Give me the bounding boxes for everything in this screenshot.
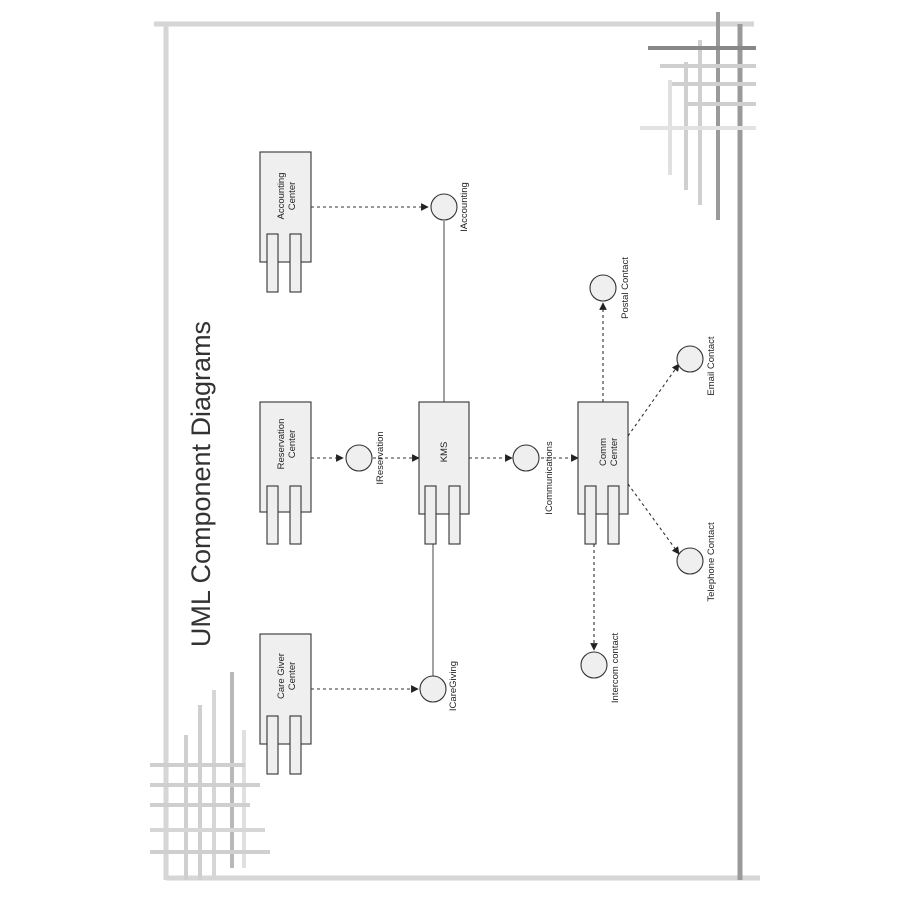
component-accounting-center: AccountingCenter [259, 151, 312, 293]
interface-label-ireservation: IReservation [375, 431, 386, 484]
interface-icaregiving: ICareGiving [419, 661, 459, 711]
interface-icommunications: ICommunications [512, 441, 555, 515]
interface-label-icommunications: ICommunications [544, 441, 555, 515]
component-label-reservation: ReservationCenter [276, 419, 298, 470]
interface-label-telephone: Telephone Contact [706, 522, 717, 602]
interface-ireservation: IReservation [345, 431, 386, 485]
interface-iaccounting: IAccounting [430, 182, 470, 232]
component-comm-center: CommCenter [577, 401, 629, 545]
page-frame [154, 21, 760, 881]
interface-label-icaregiving: ICareGiving [448, 661, 459, 711]
component-care-giver-center: Care GiverCenter [259, 633, 312, 775]
component-label-kms: KMS [439, 442, 450, 463]
interface-label-email: Email Contact [706, 336, 717, 395]
interface-intercom-contact: Intercom contact [580, 633, 621, 704]
diagram-title: UML Component Diagrams [186, 321, 216, 647]
interface-telephone-contact: Telephone Contact [676, 522, 717, 602]
corner-grid-top-right [640, 12, 756, 220]
component-label-accounting: AccountingCenter [276, 172, 298, 219]
interface-email-contact: Email Contact [676, 336, 717, 396]
comm-to-email-edge [627, 363, 680, 437]
component-reservation-center: ReservationCenter [259, 401, 312, 545]
interface-label-postal: Postal Contact [620, 257, 631, 319]
interface-label-intercom: Intercom contact [610, 633, 621, 704]
component-kms: KMS [418, 401, 470, 545]
component-label-comm: CommCenter [598, 438, 620, 467]
interface-postal-contact: Postal Contact [589, 257, 631, 319]
interface-label-iaccounting: IAccounting [459, 182, 470, 232]
comm-to-telephone-edge [627, 483, 680, 555]
component-label-care-giver: Care GiverCenter [276, 653, 298, 699]
corner-grid-bottom-left [150, 672, 270, 880]
